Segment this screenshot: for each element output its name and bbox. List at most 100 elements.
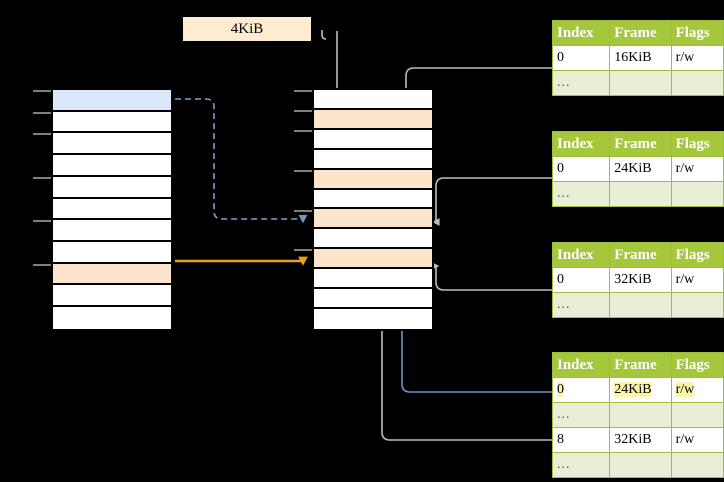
memory-row[interactable] bbox=[314, 209, 432, 230]
pte-column-header-flags: Flags bbox=[670, 20, 724, 46]
row-tick-mark bbox=[294, 90, 312, 92]
row-tick-mark bbox=[33, 220, 51, 223]
physical-frame-list[interactable] bbox=[312, 88, 434, 331]
pte-cell-frame: 32KiB bbox=[609, 427, 672, 453]
pte-cell-frame bbox=[609, 452, 672, 478]
row-tick-mark bbox=[33, 90, 51, 92]
memory-row[interactable] bbox=[314, 129, 432, 150]
pte-cell-index: 8 bbox=[551, 427, 611, 453]
memory-row[interactable] bbox=[53, 307, 171, 329]
pte-column-header-frame: Frame bbox=[609, 131, 672, 157]
pte-cell-flags bbox=[670, 452, 724, 478]
pte-cell-frame bbox=[609, 292, 672, 318]
memory-row[interactable] bbox=[314, 249, 432, 270]
pte-column-header-frame: Frame bbox=[609, 242, 672, 268]
pte-column-header-index: Index bbox=[551, 20, 611, 46]
pte-cell-flags: r/w bbox=[670, 427, 724, 453]
memory-row[interactable] bbox=[53, 242, 171, 264]
memory-row[interactable] bbox=[314, 109, 432, 130]
memory-row[interactable] bbox=[53, 263, 171, 286]
memory-row[interactable] bbox=[53, 220, 171, 243]
pte-cell-flags: r/w bbox=[670, 156, 724, 182]
pte-column-header-index: Index bbox=[551, 352, 611, 378]
pte-column-header-frame: Frame bbox=[609, 20, 672, 46]
pte-cell-frame: 16KiB bbox=[609, 45, 672, 71]
pte-cell-index: 0 bbox=[551, 377, 611, 403]
virtual-address-page-list[interactable] bbox=[51, 88, 173, 331]
memory-row[interactable] bbox=[314, 289, 432, 309]
highlighted-value: r/w bbox=[675, 382, 695, 397]
pte-column-header-flags: Flags bbox=[670, 242, 724, 268]
pte-ellipsis-row[interactable]: ... bbox=[551, 292, 724, 318]
pte-cell-index: ... bbox=[551, 452, 611, 478]
memory-row[interactable] bbox=[314, 189, 432, 210]
pte-cell-index: ... bbox=[551, 402, 611, 428]
pte-ellipsis-row[interactable]: ... bbox=[551, 181, 724, 207]
pte-cell-index: ... bbox=[551, 70, 611, 96]
memory-row[interactable] bbox=[53, 285, 171, 308]
row-tick-mark bbox=[33, 263, 51, 266]
memory-row[interactable] bbox=[314, 90, 432, 110]
pte-data-row[interactable]: 0 24KiB r/w bbox=[551, 377, 724, 403]
pte-cell-index: ... bbox=[551, 181, 611, 207]
pte-cell-frame: 32KiB bbox=[609, 267, 672, 293]
pte-ellipsis-row[interactable]: ... bbox=[551, 70, 724, 96]
pte-ellipsis-row[interactable]: ... bbox=[551, 402, 724, 428]
memory-row[interactable] bbox=[314, 169, 432, 190]
pte-cell-index: 0 bbox=[551, 267, 611, 293]
pte-cell-frame bbox=[609, 70, 672, 96]
pte-ellipsis-row[interactable]: ... bbox=[551, 452, 724, 478]
memory-row[interactable] bbox=[314, 149, 432, 170]
pte-cell-frame bbox=[609, 402, 672, 428]
pte-column-header-frame: Frame bbox=[609, 352, 672, 378]
pte-cell-flags bbox=[670, 292, 724, 318]
highlighted-value: 0 bbox=[557, 382, 564, 397]
pte-column-header-index: Index bbox=[551, 242, 611, 268]
pte-cell-flags bbox=[670, 402, 724, 428]
pte-cell-flags: r/w bbox=[670, 267, 724, 293]
memory-row[interactable] bbox=[53, 176, 171, 199]
memory-row[interactable] bbox=[314, 229, 432, 250]
pte-cell-frame: 24KiB bbox=[609, 156, 672, 182]
page-size-label: 4KiB bbox=[183, 17, 311, 41]
row-tick-mark bbox=[294, 109, 312, 112]
pte-cell-index: 0 bbox=[551, 156, 611, 182]
pte-cell-index: 0 bbox=[551, 45, 611, 71]
pte-cell-frame: 24KiB bbox=[609, 377, 672, 403]
pte-cell-flags bbox=[670, 181, 724, 207]
row-tick-mark bbox=[294, 169, 312, 172]
pte-cell-index: ... bbox=[551, 292, 611, 318]
pte-cell-frame bbox=[609, 181, 672, 207]
memory-row[interactable] bbox=[53, 198, 171, 221]
pte-column-header-index: Index bbox=[551, 131, 611, 157]
memory-row[interactable] bbox=[53, 111, 171, 134]
memory-row[interactable] bbox=[53, 155, 171, 177]
row-tick-mark bbox=[33, 176, 51, 179]
pte-cell-flags: r/w bbox=[670, 45, 724, 71]
memory-row[interactable] bbox=[314, 269, 432, 290]
memory-row[interactable] bbox=[53, 133, 171, 156]
pte-cell-flags: r/w bbox=[670, 377, 724, 403]
row-tick-mark bbox=[294, 129, 312, 132]
pte-column-header-flags: Flags bbox=[670, 352, 724, 378]
pte-column-header-flags: Flags bbox=[670, 131, 724, 157]
memory-row[interactable] bbox=[53, 90, 171, 112]
row-tick-mark bbox=[33, 111, 51, 114]
memory-row[interactable] bbox=[314, 308, 432, 329]
row-tick-mark bbox=[33, 133, 51, 136]
highlighted-value: 24KiB bbox=[614, 382, 652, 397]
row-tick-mark bbox=[294, 209, 312, 212]
